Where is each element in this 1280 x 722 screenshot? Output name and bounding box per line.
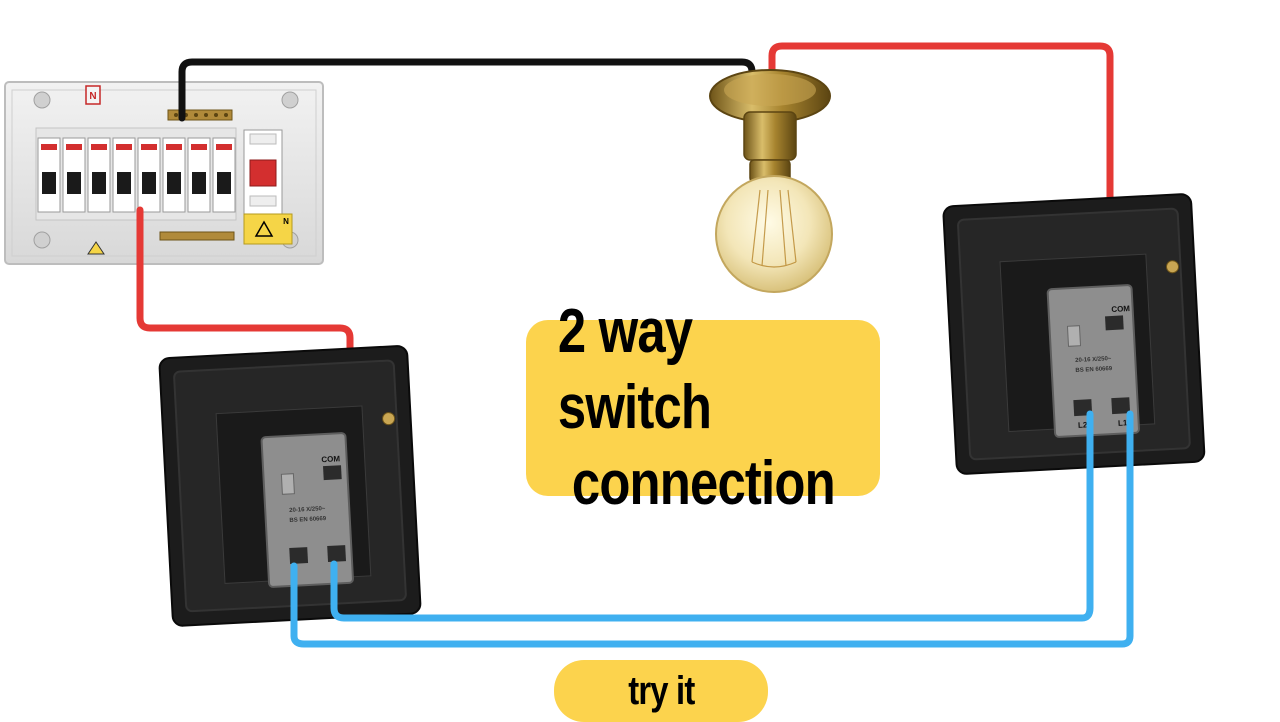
switched-live-wire <box>768 42 1114 324</box>
switch2-com-label: COM <box>1111 304 1130 314</box>
title-line-1: 2 way switch <box>557 297 712 442</box>
switch2-rating-text: 20-16 X/250~ <box>1075 356 1112 364</box>
switch-plate-icon: COM 20-16 X/250~ BS EN 60669 <box>158 345 422 627</box>
switch1-standard-text: BS EN 60669 <box>289 516 327 524</box>
try-it-label: try it <box>627 669 695 713</box>
neutral-wire <box>178 58 756 122</box>
strapper-wire-l2 <box>330 410 1094 622</box>
switch2-l2-label: L2 <box>1078 420 1088 430</box>
panel-neutral-tag: N <box>89 91 96 102</box>
title-line-2: connection <box>571 449 836 518</box>
main-switch <box>243 129 283 215</box>
strapper-wire-l1 <box>290 410 1134 648</box>
light-bulb-icon <box>709 69 833 293</box>
live-feed-wire <box>136 206 354 474</box>
switch2-standard-text: BS EN 60669 <box>1075 366 1113 374</box>
switch1-com-label: COM <box>321 454 340 464</box>
switch-plate-icon: COM 20-16 X/250~ BS EN 60669 L2 L1 <box>942 193 1206 475</box>
consumer-unit-icon: N <box>4 81 324 265</box>
try-it-banner: try it <box>554 660 768 722</box>
mcb-row <box>37 137 236 213</box>
switch2-l1-label: L1 <box>1118 418 1128 428</box>
panel-rcd-tag: N <box>283 217 289 226</box>
title-banner: 2 way switch connection <box>526 297 880 518</box>
switch1-rating-text: 20-16 X/250~ <box>289 506 326 514</box>
